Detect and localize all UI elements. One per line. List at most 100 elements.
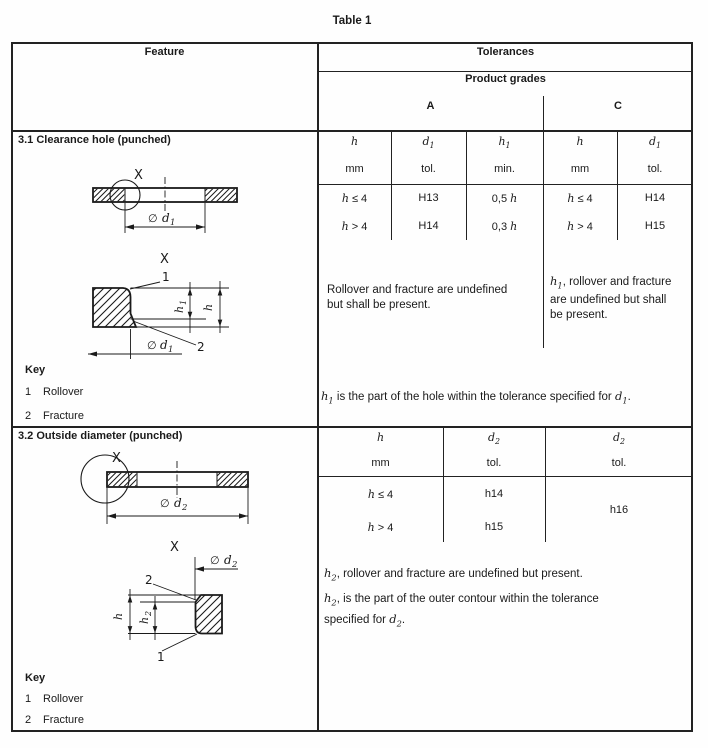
data-cell: h > 4 [567, 220, 593, 233]
detail-x-label: X [160, 252, 169, 267]
data-cell: H14 [418, 220, 439, 232]
section-3-2-title: 3.2 Outside diameter (punched) [18, 430, 183, 442]
column-header-feature: Feature [144, 46, 185, 58]
table-gridline [11, 130, 693, 132]
table-gridline [543, 132, 544, 348]
key-item-rollover: Rollover [43, 386, 84, 398]
h-label: h [112, 613, 125, 620]
svg-text:2: 2 [144, 611, 153, 617]
rollover-callout-1: 1 [157, 650, 165, 664]
diameter-d1-label: d [162, 211, 170, 225]
hatched-block [92, 287, 138, 328]
table-border [11, 42, 693, 732]
col-var-h1: h1 [498, 135, 511, 151]
diameter-symbol: ∅ [147, 339, 157, 352]
diameter-d1-label: d [160, 338, 168, 352]
svg-text:2: 2 [231, 560, 237, 570]
data-cell: H14 [644, 192, 666, 204]
drawing-clearance-hole-plan: X ∅ d 1 [92, 168, 238, 233]
diameter-d2-label: d [224, 553, 232, 567]
drawing-outside-diameter-plan: X ∅ d 2 [80, 451, 249, 524]
data-cell: h ≤ 4 [567, 192, 593, 205]
table-gridline [443, 428, 444, 542]
table-caption: Table 1 [332, 15, 372, 27]
key-item-number: 2 [25, 410, 32, 422]
key-item-fracture: Fracture [43, 714, 84, 726]
key-item-number: 1 [25, 693, 32, 705]
grade-a-header: A [426, 100, 435, 112]
hatched-block [194, 594, 223, 635]
data-cell: h > 4 [367, 521, 394, 534]
h-label: h [202, 304, 215, 311]
col-var-d1: d1 [422, 135, 435, 151]
unit-cell: min. [494, 163, 515, 175]
unit-cell: tol. [421, 163, 436, 175]
unit-cell: tol. [486, 457, 502, 469]
key-label: Key [25, 672, 46, 684]
data-cell: h14 [484, 488, 504, 500]
col-var-d2: d2 [487, 431, 501, 447]
col-var-d2-c: d2 [612, 431, 626, 447]
key-item-number: 1 [25, 386, 32, 398]
hatch-left [107, 472, 137, 487]
unit-cell: mm [371, 457, 390, 469]
table-gridline [317, 42, 319, 732]
subheader-product-grades: Product grades [465, 73, 546, 85]
detail-x-label: X [134, 168, 143, 183]
drawing-outside-diameter-section: X ∅ d 2 2 h 2 h 1 [112, 540, 238, 664]
unit-cell: tol. [611, 457, 627, 469]
note-h1-definition: h1 is the part of the hole within the to… [321, 389, 631, 406]
unit-cell: tol. [647, 163, 663, 175]
data-cell: H13 [418, 192, 439, 204]
fracture-callout-2: 2 [197, 340, 205, 354]
h1-label: h [173, 306, 186, 313]
detail-x-label: X [170, 540, 179, 555]
drawing-clearance-hole-section: X h 1 h 1 2 ∅ d 1 [88, 252, 229, 359]
table-gridline [318, 71, 693, 72]
col-var-h-c: h [576, 135, 584, 148]
data-cell: h ≤ 4 [367, 488, 394, 501]
fracture-callout-2: 2 [145, 573, 153, 587]
svg-text:1: 1 [168, 345, 173, 355]
svg-text:1: 1 [170, 218, 175, 228]
key-item-fracture: Fracture [43, 410, 84, 422]
table-gridline [543, 96, 544, 132]
col-var-h: h [350, 135, 359, 148]
detail-x-label: X [112, 451, 121, 466]
table-gridline [466, 132, 467, 240]
table-gridline [11, 426, 693, 428]
col-var-h: h [376, 431, 385, 444]
rollover-callout-1: 1 [162, 270, 170, 284]
diameter-symbol: ∅ [160, 497, 170, 510]
data-cell-grade-c: h16 [609, 504, 629, 516]
column-header-tolerances: Tolerances [476, 46, 535, 58]
svg-text:1: 1 [179, 300, 188, 305]
data-cell: 0,3 h [491, 220, 518, 233]
hatch-right [217, 472, 248, 487]
note-h2-definition: h2, is the part of the outer contour wit… [324, 591, 599, 629]
diameter-symbol: ∅ [210, 554, 220, 567]
data-cell: H15 [644, 220, 666, 232]
grade-c-header: C [614, 100, 622, 112]
diameter-d2-label: d [174, 496, 182, 510]
section-3-1-title: 3.1 Clearance hole (punched) [18, 134, 171, 146]
table-gridline [318, 476, 693, 477]
key-item-number: 2 [25, 714, 32, 726]
washer-outline [106, 471, 249, 488]
unit-cell: mm [345, 163, 364, 175]
detail-x-circle [80, 454, 130, 504]
data-cell: h15 [484, 521, 504, 533]
key-label: Key [25, 364, 46, 376]
key-item-rollover: Rollover [43, 693, 84, 705]
svg-text:2: 2 [181, 503, 187, 513]
data-cell: h ≤ 4 [341, 192, 368, 205]
table-gridline [545, 428, 546, 542]
data-cell: 0,5 h [491, 192, 518, 205]
table-gridline [617, 132, 618, 240]
diameter-symbol: ∅ [148, 212, 158, 225]
note-h2-presence: h2, rollover and fracture are undefined … [324, 566, 583, 583]
table-gridline [318, 184, 693, 185]
